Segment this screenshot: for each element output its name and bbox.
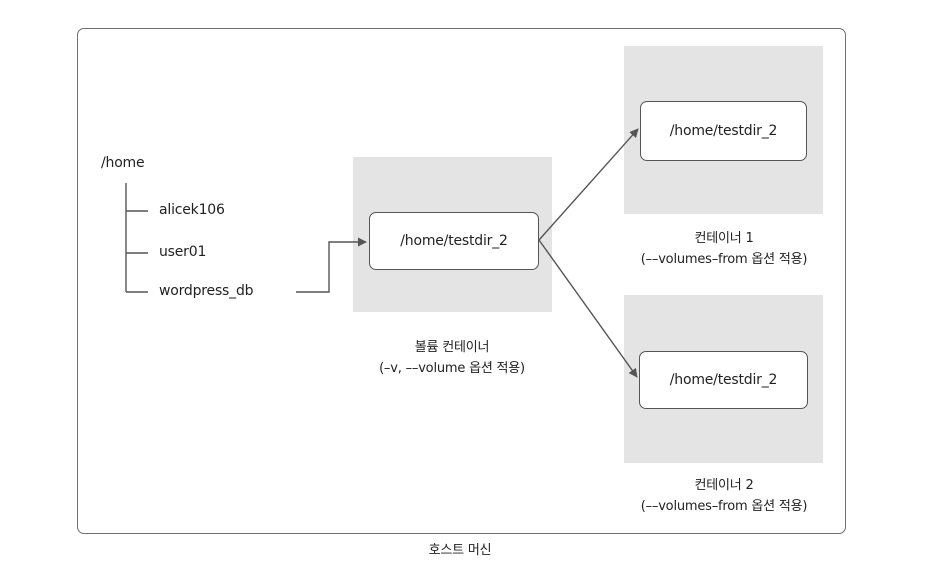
share-arrow-container1 — [538, 128, 639, 241]
container1-caption: 컨테이너 1 (––volumes–from 옵션 적용) — [604, 228, 844, 270]
container1-option: (––volumes–from 옵션 적용) — [640, 252, 808, 267]
container2-title: 컨테이너 2 — [694, 478, 754, 493]
host-machine-label: 호스트 머신 — [428, 543, 492, 558]
container1-path-box: /home/testdir_2 — [640, 101, 807, 161]
tree-item-wordpress-db: wordpress_db — [159, 283, 254, 299]
container2-path-box: /home/testdir_2 — [639, 351, 808, 409]
volume-container-path: /home/testdir_2 — [400, 233, 508, 249]
container2-caption: 컨테이너 2 (––volumes–from 옵션 적용) — [604, 475, 844, 517]
tree-root-label: /home — [101, 155, 145, 171]
container2-path: /home/testdir_2 — [669, 372, 778, 388]
volume-container-title: 볼륨 컨테이너 — [414, 340, 490, 355]
volume-container-caption: 볼륨 컨테이너 (–v, ––volume 옵션 적용) — [343, 337, 561, 379]
tree-item-alicek106: alicek106 — [159, 202, 225, 218]
share-arrow-container2 — [538, 239, 638, 378]
container1-title: 컨테이너 1 — [694, 231, 754, 246]
container2-option: (––volumes–from 옵션 적용) — [640, 499, 808, 514]
volume-container-option: (–v, ––volume 옵션 적용) — [379, 361, 525, 376]
host-machine-frame — [77, 28, 846, 534]
mount-arrow — [296, 237, 367, 293]
container1-path: /home/testdir_2 — [669, 123, 778, 139]
volume-container-path-box: /home/testdir_2 — [369, 212, 539, 270]
tree-item-user01: user01 — [159, 244, 207, 260]
